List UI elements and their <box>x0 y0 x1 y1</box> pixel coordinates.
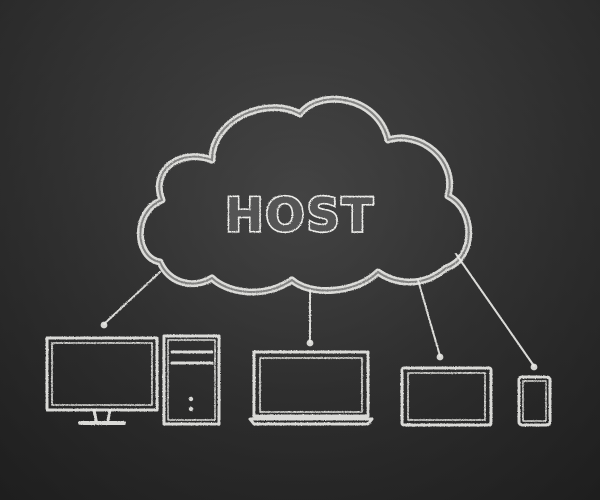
cloud-shape <box>137 95 473 296</box>
desktop-tower-icon <box>162 334 221 426</box>
desktop-monitor-icon <box>45 336 159 425</box>
connector-dots <box>100 321 538 371</box>
connector-phone <box>455 253 535 367</box>
connector-desktop <box>103 271 161 325</box>
connector-dot <box>306 339 314 347</box>
tablet-icon <box>400 366 493 427</box>
connector-dot <box>100 321 108 329</box>
connector-tablet <box>417 279 441 357</box>
connector-dot <box>530 363 538 371</box>
laptop-icon <box>248 350 374 426</box>
cloud-label: HOST <box>225 188 375 242</box>
connector-dot <box>436 353 444 361</box>
smartphone-icon <box>517 375 552 427</box>
connector-lines <box>103 253 535 367</box>
